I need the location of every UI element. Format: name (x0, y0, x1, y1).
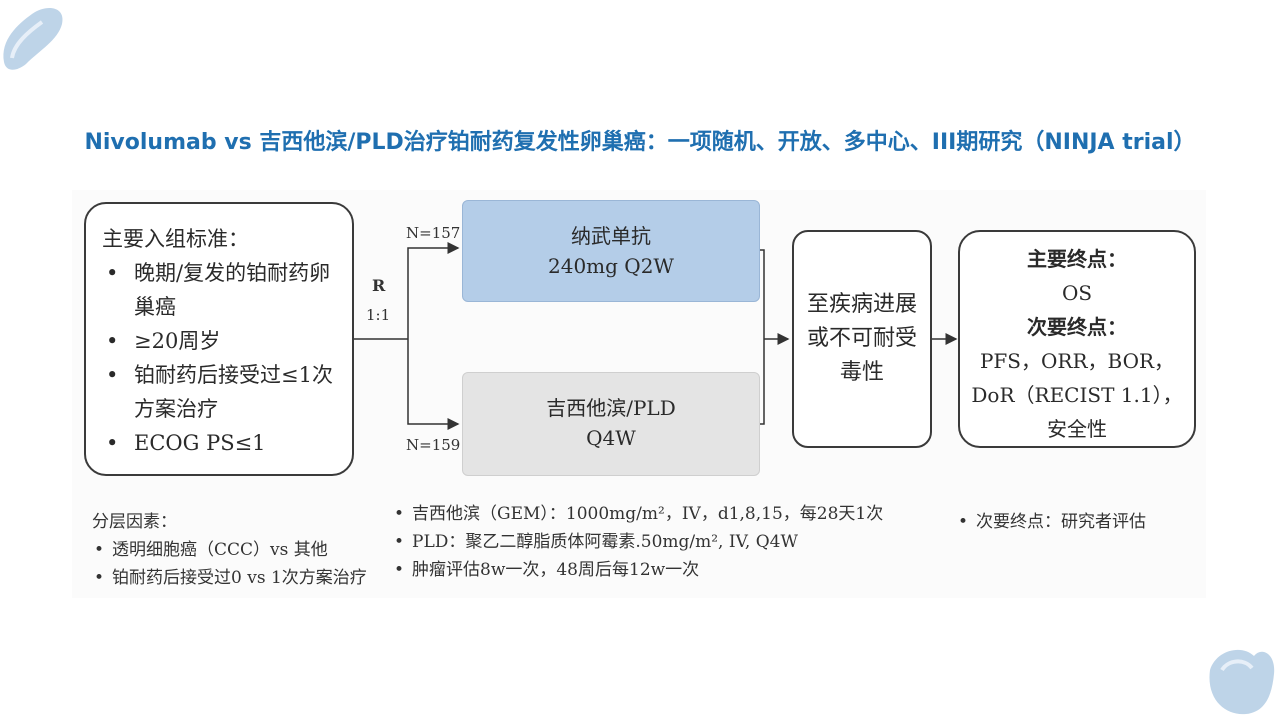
criteria-item: ECOG PS≤1 (102, 426, 340, 460)
randomization-label: R (372, 276, 386, 295)
endpoint-note: 次要终点：研究者评估 (956, 508, 1146, 536)
secondary-endpoints-line: PFS，ORR，BOR， (979, 349, 1175, 373)
arm1-dose: 240mg Q2W (548, 254, 674, 278)
criteria-item: ≥20周岁 (102, 324, 340, 358)
secondary-endpoints-line: DoR（RECIST 1.1）， (971, 383, 1183, 407)
inclusion-criteria-box: 主要入组标准： 晚期/复发的铂耐药卵巢癌 ≥20周岁 铂耐药后接受过≤1次方案治… (84, 202, 354, 476)
stratification-heading: 分层因素： (92, 512, 177, 532)
arm1-n-label: N=157 (406, 224, 461, 242)
criteria-item: 铂耐药后接受过≤1次方案治疗 (102, 358, 340, 426)
treatment-duration-box: 至疾病进展或不可耐受毒性 (792, 230, 932, 448)
arm1-drug: 纳武单抗 (571, 224, 651, 248)
arm2-drug: 吉西他滨/PLD (546, 396, 676, 420)
regimen-note: 吉西他滨（GEM）：1000mg/m²，IV，d1,8,15，每28天1次 (392, 500, 883, 528)
stratification-item: 透明细胞癌（CCC）vs 其他 (92, 536, 367, 564)
secondary-endpoints-line: 安全性 (1047, 417, 1107, 441)
criteria-item: 晚期/复发的铂耐药卵巢癌 (102, 256, 340, 324)
decorative-blob-top-left (3, 8, 63, 70)
stratification-item: 铂耐药后接受过0 vs 1次方案治疗 (92, 564, 367, 592)
endpoints-box: 主要终点： OS 次要终点： PFS，ORR，BOR， DoR（RECIST 1… (958, 230, 1196, 448)
criteria-heading: 主要入组标准： (102, 227, 249, 251)
slide-title: Nivolumab vs 吉西他滨/PLD治疗铂耐药复发性卵巢癌：一项随机、开放… (84, 130, 1196, 155)
regimen-notes: 吉西他滨（GEM）：1000mg/m²，IV，d1,8,15，每28天1次 PL… (392, 500, 883, 584)
arm2-schedule: Q4W (586, 426, 636, 450)
primary-endpoint: OS (1061, 281, 1093, 305)
primary-endpoint-label: 主要终点： (1027, 247, 1127, 271)
regimen-note: 肿瘤评估8w一次，48周后每12w一次 (392, 556, 883, 584)
regimen-note: PLD：聚乙二醇脂质体阿霉素.50mg/m², IV, Q4W (392, 528, 883, 556)
nivolumab-arm-box: 纳武单抗 240mg Q2W (462, 200, 760, 302)
gemcitabine-pld-arm-box: 吉西他滨/PLD Q4W (462, 372, 760, 476)
decorative-blob-bottom-right (1209, 649, 1275, 715)
arm2-n-label: N=159 (406, 436, 461, 454)
treatment-duration-text: 至疾病进展或不可耐受毒性 (806, 292, 917, 385)
secondary-endpoint-label: 次要终点： (1027, 315, 1127, 339)
criteria-list: 晚期/复发的铂耐药卵巢癌 ≥20周岁 铂耐药后接受过≤1次方案治疗 ECOG P… (102, 256, 340, 460)
endpoint-notes: 次要终点：研究者评估 (956, 508, 1146, 536)
stratification-notes: 分层因素： 透明细胞癌（CCC）vs 其他 铂耐药后接受过0 vs 1次方案治疗 (92, 508, 367, 592)
randomization-ratio: 1:1 (366, 306, 391, 324)
